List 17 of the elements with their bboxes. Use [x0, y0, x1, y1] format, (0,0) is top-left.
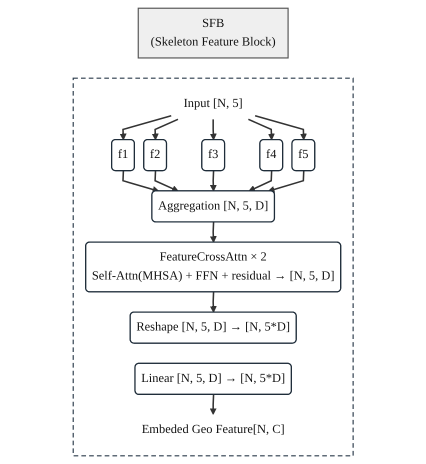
arrow [210, 394, 216, 415]
node-box: SFB (Skeleton Feature Block) [138, 8, 288, 59]
arrow [254, 114, 307, 140]
arrow [268, 170, 304, 193]
arrow [210, 170, 217, 192]
node-text: Input [N, 5] [183, 96, 243, 110]
arrow [120, 114, 172, 140]
arrow [122, 170, 160, 193]
cluster [72, 78, 354, 456]
arrow [248, 118, 275, 140]
arrow [210, 222, 217, 243]
arrow [154, 170, 178, 192]
arrow [210, 119, 217, 140]
arrow [152, 118, 178, 140]
arrow [248, 170, 272, 192]
arrow [210, 292, 217, 313]
node-text: Embeded Geo Feature[N, C] [142, 423, 284, 436]
